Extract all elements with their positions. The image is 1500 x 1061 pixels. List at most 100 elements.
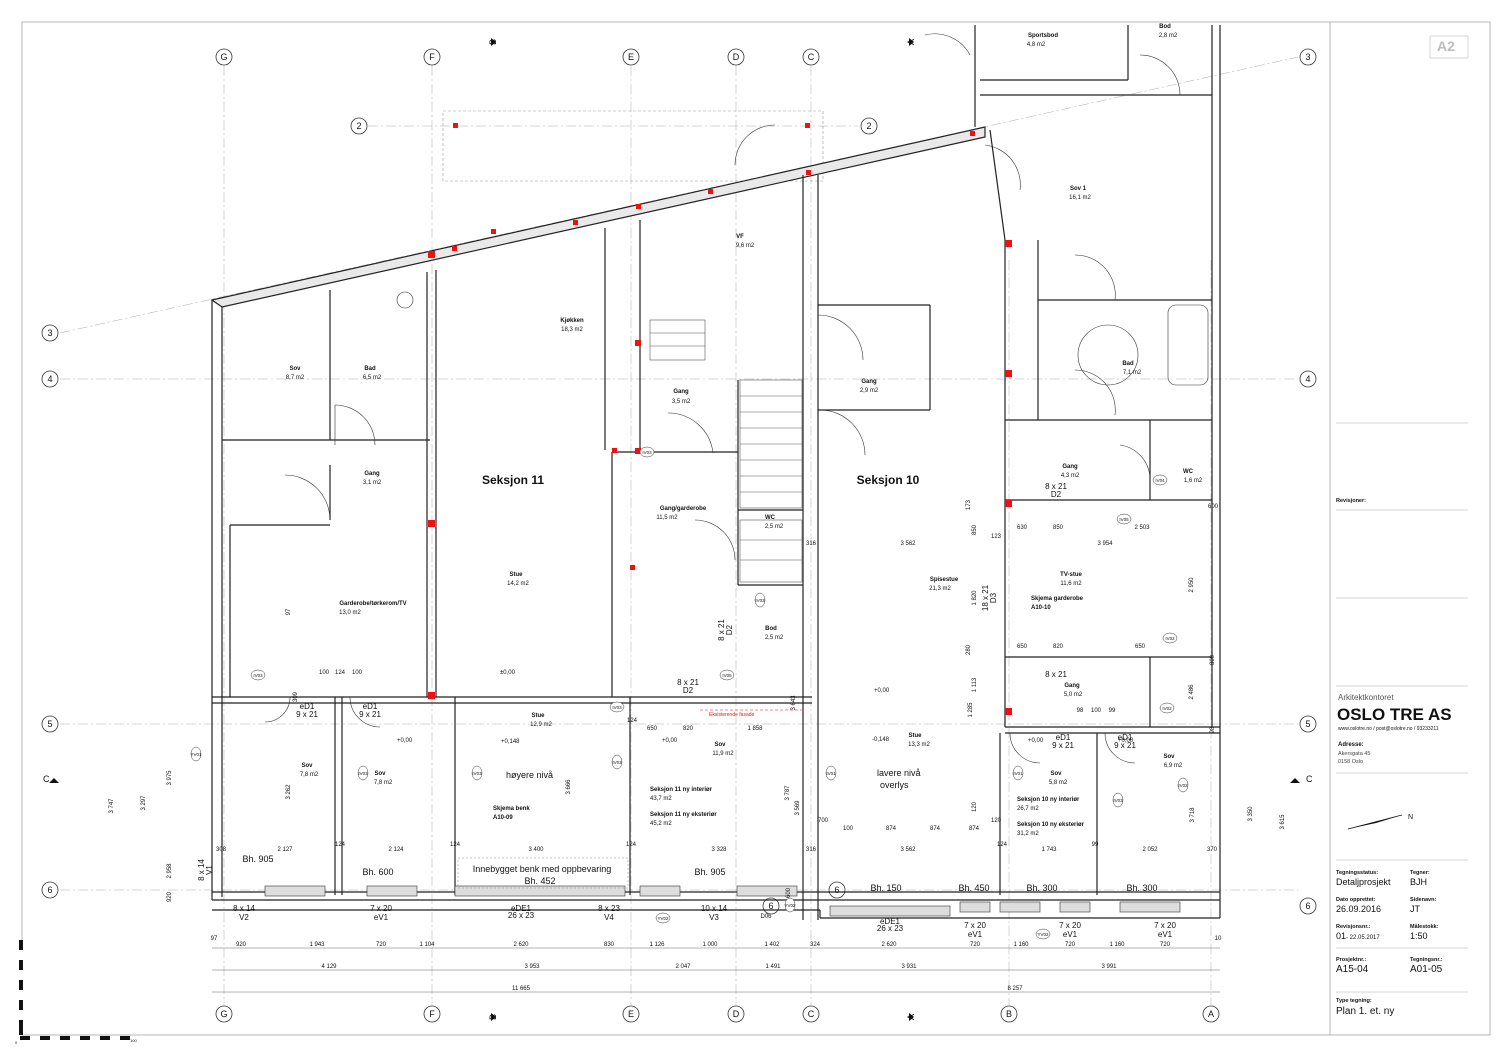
room-name: Bad <box>364 366 376 372</box>
dim: 97 <box>286 608 292 615</box>
dim: 650 <box>647 726 658 732</box>
dim: 10 <box>1215 936 1222 942</box>
dim: 2 047 <box>675 964 691 970</box>
room-name: Gang <box>861 379 877 385</box>
dim: 874 <box>930 826 941 832</box>
bench-note: Innebygget benk med oppbevaring <box>473 864 612 874</box>
room-name: Sov <box>1050 771 1062 777</box>
room-area: 2,5 m2 <box>765 635 784 641</box>
dim: 2 620 <box>881 942 897 948</box>
wardrobe-schema-ref: A10-10 <box>1031 605 1051 611</box>
level-mark: +0,00 <box>1028 738 1044 744</box>
dim: 370 <box>1207 847 1218 853</box>
revision-value: 01- 22.05.2017 <box>1336 931 1380 941</box>
dim: 3 991 <box>1101 964 1117 970</box>
title-block-lines <box>1336 35 1469 993</box>
status-value: Detaljprosjekt <box>1336 877 1391 887</box>
room-area: 2,8 m2 <box>1159 33 1178 39</box>
room-area: 1,6 m2 <box>1184 478 1203 484</box>
grid-label: A <box>1208 1009 1214 1019</box>
tag: IV03 <box>1113 798 1123 803</box>
dim: 3 666 <box>566 779 572 795</box>
opening-label: eD1 <box>1118 733 1133 742</box>
tag: IV02 <box>1165 636 1175 641</box>
tag: IV03 <box>612 760 622 765</box>
bh-labels: Bh. 905 Bh. 600 Bh. 452 Bh. 905 Bh. 150 … <box>242 854 1157 893</box>
walls <box>210 25 1221 920</box>
room-name: Garderobe/tørkerom/TV <box>339 601 406 607</box>
dim: 630 <box>1017 525 1028 531</box>
dim: 2 127 <box>277 847 293 853</box>
dim: 3 262 <box>286 784 292 800</box>
tag: IV03 <box>755 598 765 603</box>
dimension-texts: 97 920 1 943 720 1 104 2 620 830 1 126 1… <box>211 504 1222 992</box>
room-area: 6,5 m2 <box>363 375 382 381</box>
window-label: 7 x 20 <box>1154 921 1176 930</box>
room-name: Sportsbod <box>1028 33 1058 39</box>
room-area: 14,2 m2 <box>507 581 529 587</box>
scale-start: 0 <box>15 1040 18 1045</box>
section-markers: B B A A C C <box>43 38 1313 1021</box>
window-label: eV1 <box>968 930 983 939</box>
opening-labels: eD1 9 x 21 eD1 9 x 21 8 x 21 D2 8 x 21 D… <box>296 482 1136 750</box>
compass-icon: N <box>1347 814 1413 830</box>
dim: 650 <box>1135 644 1146 650</box>
dim: 720 <box>970 942 981 948</box>
dim: 2 958 <box>167 863 173 879</box>
dim: 3 953 <box>524 964 540 970</box>
grid-label: 3 <box>1305 52 1310 62</box>
grid-label: F <box>429 52 435 62</box>
section-10-title: Seksjon 10 <box>857 473 920 487</box>
firm-label: Arkitektkontoret <box>1338 693 1394 702</box>
address-line-2: 0158 Oslo <box>1338 759 1364 765</box>
dim: 124 <box>450 842 461 848</box>
dim: 123 <box>991 534 1002 540</box>
tag: IV05 <box>722 673 732 678</box>
tag: IV03 <box>472 771 482 776</box>
room-area: 11,9 m2 <box>712 751 734 757</box>
room-name: Bod <box>1159 24 1171 30</box>
window-label: 8 x 23 <box>598 904 620 913</box>
room-name: WC <box>1183 469 1194 475</box>
level-mark: ±0,00 <box>500 670 516 676</box>
grid-bubble-labels: G F E D C G F E D C B A 2 2 3 3 4 4 5 5 … <box>47 52 1310 1019</box>
window-label: eV1 <box>1063 930 1078 939</box>
status-label: Tegningsstatus: <box>1336 870 1379 876</box>
room-name: WC <box>765 515 776 521</box>
grid-label: 4 <box>47 374 52 384</box>
bh-label: Bh. 150 <box>870 883 901 893</box>
room-area: 11,5 m2 <box>656 515 678 521</box>
tag: YV02 <box>784 903 796 908</box>
opening-label: eD1 <box>363 702 378 711</box>
dim: 1 104 <box>419 942 435 948</box>
room-name: Gang <box>1062 464 1078 470</box>
dim: 124 <box>627 718 638 724</box>
existing-facade-note: Eksisterende fasade <box>709 712 755 718</box>
opening-label: D2 <box>683 686 694 695</box>
room-area: 7,8 m2 <box>374 780 393 786</box>
room-area: 9,6 m2 <box>736 243 755 249</box>
window-label: eV1 <box>374 913 389 922</box>
window-label: eDE1 <box>511 904 532 913</box>
bh-label: Bh. 905 <box>694 867 725 877</box>
s11-interior-label: Seksjon 11 ny interiør <box>650 787 713 793</box>
dim: 720 <box>1160 942 1171 948</box>
sheetname-value: JT <box>1410 904 1420 914</box>
room-area: 11,6 m2 <box>1060 581 1082 587</box>
dim: 316 <box>806 541 817 547</box>
grid-label: B <box>1006 1009 1012 1019</box>
dim: 4 129 <box>321 964 337 970</box>
level-mark: -0,148 <box>872 737 890 743</box>
tag: YV02 <box>1037 932 1049 937</box>
s11-interior-area: 43,7 m2 <box>650 796 672 802</box>
dim: 99 <box>1109 708 1116 714</box>
dim: 324 <box>810 942 821 948</box>
drawing-type-value: Plan 1. et. ny <box>1336 1006 1395 1017</box>
level-mark: +0,00 <box>397 738 413 744</box>
dim: 1 943 <box>309 942 325 948</box>
room-area: 13,3 m2 <box>908 742 930 748</box>
room-name: Sov <box>289 366 301 372</box>
room-area: 2,5 m2 <box>765 524 784 530</box>
element-tags: IV03 IV03 IV03 IV01 IV03 IV03 IV03 IV03 … <box>190 446 1189 940</box>
bh-label: Bh. 450 <box>958 883 989 893</box>
